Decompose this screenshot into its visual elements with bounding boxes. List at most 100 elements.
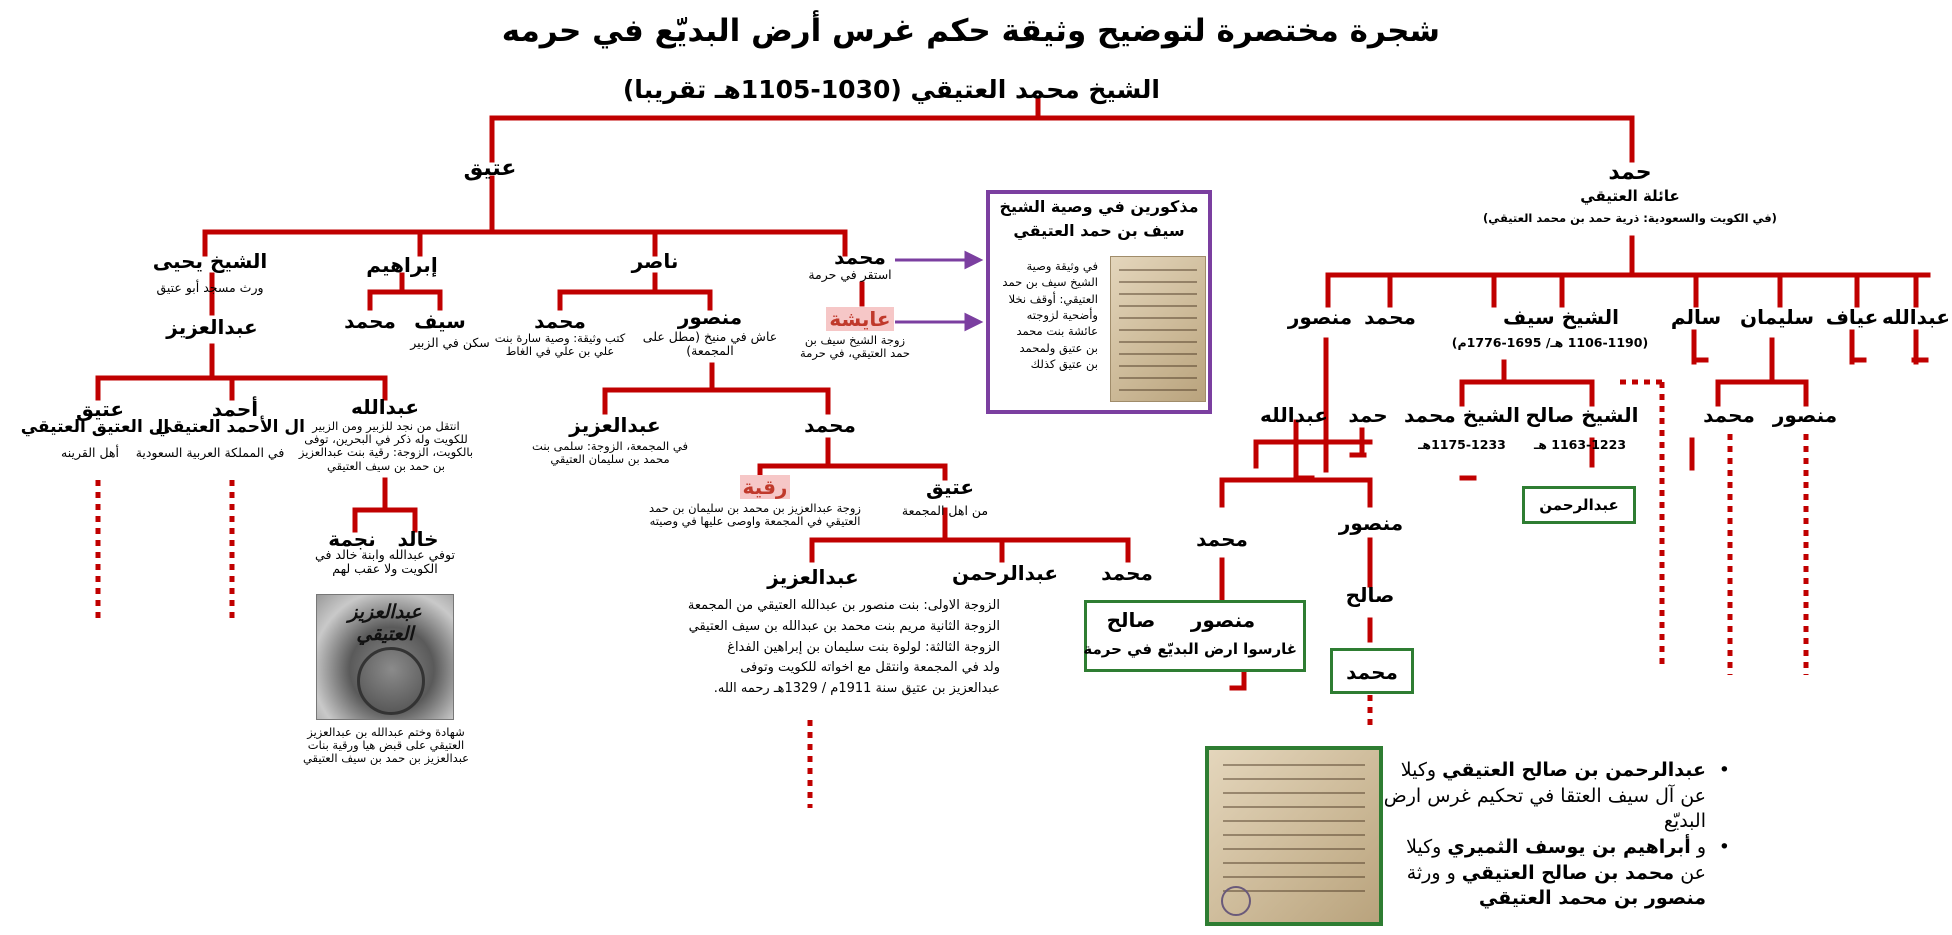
- wife-line: الزوجة الثالثة: لولوة بنت سليمان بن إبرا…: [727, 639, 1000, 655]
- node-saleh-mansour: صالح: [1345, 583, 1395, 607]
- will-line: في وثيقة وصية: [1026, 259, 1098, 273]
- will-line: بن عتيق ولمحمد: [1019, 340, 1098, 355]
- node-mohammed-sulaiman: محمد: [1703, 403, 1755, 427]
- node-g-mohammed: محمد: [1101, 561, 1153, 585]
- will-mention-box: مذكورين في وصية الشيخ سيف بن حمد العتيقي…: [986, 190, 1212, 414]
- will-document-image: [1110, 256, 1206, 402]
- note-atiq-qurain: أهل القرينه: [61, 445, 119, 460]
- arbitration-document-image: [1205, 746, 1383, 926]
- node-mohammed-abdullah: محمد: [1196, 527, 1248, 551]
- branch-atiq: عتيق: [463, 156, 517, 181]
- node-sheikh-saleh: الشيخ صالح: [1525, 403, 1639, 427]
- wife-line: الزوجة الاولى: بنت منصور بن عبدالله العت…: [687, 598, 1000, 613]
- title-al-ahmed: ال الأحمد العتيقي: [155, 417, 306, 437]
- node-khalid: خالد: [397, 527, 439, 551]
- node-atiq-majmaah: عتيق: [925, 475, 975, 499]
- node-ahmed: أحمد: [211, 397, 259, 421]
- node-abdullah-r: عبدالله: [1881, 305, 1951, 329]
- will-line: العتيقي: أوقف نخلا: [1008, 291, 1098, 306]
- note-khalid-najma: توفي عبدالله وابنة خالد في الكويت ولا عق…: [315, 547, 455, 577]
- node-yahya: الشيخ يحيى: [152, 249, 268, 273]
- node-atiq-qurain: عتيق: [75, 397, 125, 421]
- saif-dates: (1106-1190 هـ/ 1695-1776م): [1451, 335, 1649, 350]
- sheikh-mohammed-dates: 1175-1233هـ: [1418, 437, 1506, 452]
- seal-caption: شهادة وختم عبدالله بن عبدالعزيز العتيقي …: [302, 725, 470, 766]
- stamp-icon: [1221, 886, 1251, 916]
- node-ayyaf: عياف: [1825, 305, 1879, 329]
- wife-line: ولد في المجمعة وانتقل مع اخواته للكويت و…: [740, 660, 1000, 676]
- node-mohammed-r: محمد: [1364, 305, 1416, 329]
- node-abdulaziz-yahya: عبدالعزيز: [166, 315, 258, 339]
- wife-line: الزوجة الثانية مريم بنت محمد بن عبدالله …: [688, 618, 1000, 634]
- mohammed-box-name: محمد: [1346, 660, 1398, 684]
- wives-list: الزوجة الاولى: بنت منصور بن عبدالله العت…: [640, 596, 1000, 700]
- bullet-text: و ورثة: [1406, 861, 1462, 884]
- bullet-text: وكيلا عن آل سيف العتقا في تحكيم غرس ارض …: [1383, 759, 1706, 833]
- will-line: عائشة بنت محمد: [1016, 324, 1098, 339]
- node-abdullah-mansour: عبدالله: [1259, 403, 1329, 427]
- note-aisha: زوجة الشيخ سيف بن حمد العتيقي، في حرمة: [800, 333, 910, 361]
- note-mohammed-nasser: كتب وثيقة: وصية سارة بنت علي بن علي في ا…: [494, 331, 626, 359]
- planters-note: غارسوا ارض البديّع في حرمة: [1083, 640, 1297, 658]
- node-mansour-sulaiman: منصور: [1772, 403, 1838, 427]
- node-saif-ibrahim: سيف: [414, 309, 466, 333]
- title-al-atiq: ال العتيق العتيقي: [20, 417, 170, 437]
- node-mohammed-majmaah: محمد: [804, 413, 856, 437]
- node-sheikh-mohammed: الشيخ محمد: [1403, 403, 1520, 427]
- will-box-title-2: سيف بن حمد العتيقي: [1013, 221, 1185, 240]
- node-hamad-mansour: حمد: [1348, 403, 1388, 427]
- note-ruqayya: زوجة عبدالعزيز بن محمد بن سليمان بن حمد …: [649, 501, 861, 529]
- will-box-title-1: مذكورين في وصية الشيخ: [999, 197, 1199, 216]
- abdulrahman-name: عبدالرحمن: [1539, 496, 1619, 514]
- bullet-bold: محمد بن صالح العتيقي: [1461, 861, 1675, 884]
- bullet-item: عبدالرحمن بن صالح العتيقي وكيلا عن آل سي…: [1382, 758, 1732, 835]
- note-mansour-nasser: عاش في منيخ (مطل على المجمعة): [642, 329, 778, 359]
- will-line: الشيخ سيف بن حمد: [1002, 275, 1098, 290]
- node-sheikh-saif: الشيخ سيف: [1503, 305, 1619, 329]
- bullet-text: وكيلا عن: [1406, 835, 1706, 884]
- node-aisha: عايشة: [810, 307, 910, 331]
- node-mohammed-harma: محمد: [834, 245, 886, 269]
- seal-image: عبدالعزيز العتيقي: [316, 594, 454, 720]
- node-nasser: ناصر: [631, 249, 679, 273]
- node-g-abdulrahman: عبدالرحمن: [951, 561, 1058, 585]
- node-salem: سالم: [1670, 305, 1722, 329]
- node-mohammed-ibrahim: محمد: [344, 309, 396, 333]
- node-mansour-abdullah: منصور: [1338, 511, 1404, 535]
- note-abdullah-kuwait: انتقل من نجد للزبير ومن الزبير للكويت ول…: [298, 419, 474, 473]
- note-yahya: ورث مسجد أبو عتيق: [156, 280, 264, 295]
- wife-line: عبدالعزيز بن عتيق سنة 1911م / 1329هـ رحم…: [713, 681, 1000, 697]
- planters-box: منصور صالح غارسوا ارض البديّع في حرمة: [1083, 600, 1306, 672]
- bullet-text: و: [1690, 835, 1706, 858]
- root-ancestor: الشيخ محمد العتيقي (1030-1105هـ تقريبا): [622, 75, 1160, 104]
- note-abdulaziz-majmaah: في المجمعة، الزوجة: سلمى بنت محمد بن سلي…: [532, 439, 688, 467]
- node-abdullah-kuwait: عبدالله: [350, 395, 420, 419]
- bullet-bold: أبراهيم بن يوسف الثميري: [1447, 835, 1691, 858]
- bullet-list: عبدالرحمن بن صالح العتيقي وكيلا عن آل سي…: [1382, 758, 1732, 912]
- note-ahmed: في المملكة العربية السعودية: [135, 445, 285, 460]
- bullet-bold: عبدالرحمن بن صالح العتيقي: [1442, 759, 1706, 781]
- node-abdulaziz-majmaah: عبدالعزيز: [569, 413, 661, 437]
- node-mohammed-nasser: محمد: [534, 309, 586, 333]
- node-ibrahim: إبراهيم: [366, 253, 438, 277]
- will-line: وأضحية لزوجته: [1026, 307, 1098, 322]
- sheikh-saleh-dates: 1163-1223 هـ: [1533, 437, 1627, 452]
- seal-circle: [357, 647, 425, 715]
- bullet-item: و أبراهيم بن يوسف الثميري وكيلا عن محمد …: [1382, 835, 1732, 912]
- node-najma: نجمة: [328, 527, 376, 551]
- planter-mansour: منصور: [1190, 608, 1256, 632]
- node-mansour-nasser: منصور: [677, 305, 743, 329]
- family-note: (في الكويت والسعودية: ذرية حمد بن محمد ا…: [1483, 211, 1777, 225]
- note-mohammed-harma: استقر في حرمة: [808, 267, 892, 282]
- node-mansour-r: منصور: [1287, 305, 1353, 329]
- note-saif-ibrahim: سكن في الزبير: [410, 335, 490, 350]
- family-name: عائلة العتيقي: [1580, 187, 1680, 205]
- abdulrahman-box: عبدالرحمن: [1522, 486, 1636, 524]
- node-ruqayya: رقية: [725, 475, 805, 499]
- page-title: شجرة مختصرة لتوضيح وثيقة حكم غرس أرض الب…: [501, 13, 1440, 49]
- will-line: بن عتيق كذلك: [1030, 356, 1098, 371]
- seal-text: عبدالعزيز العتيقي: [348, 601, 422, 645]
- will-box-text: في وثيقة وصية الشيخ سيف بن حمد العتيقي: …: [994, 258, 1098, 372]
- branch-hamad: حمد: [1608, 160, 1652, 185]
